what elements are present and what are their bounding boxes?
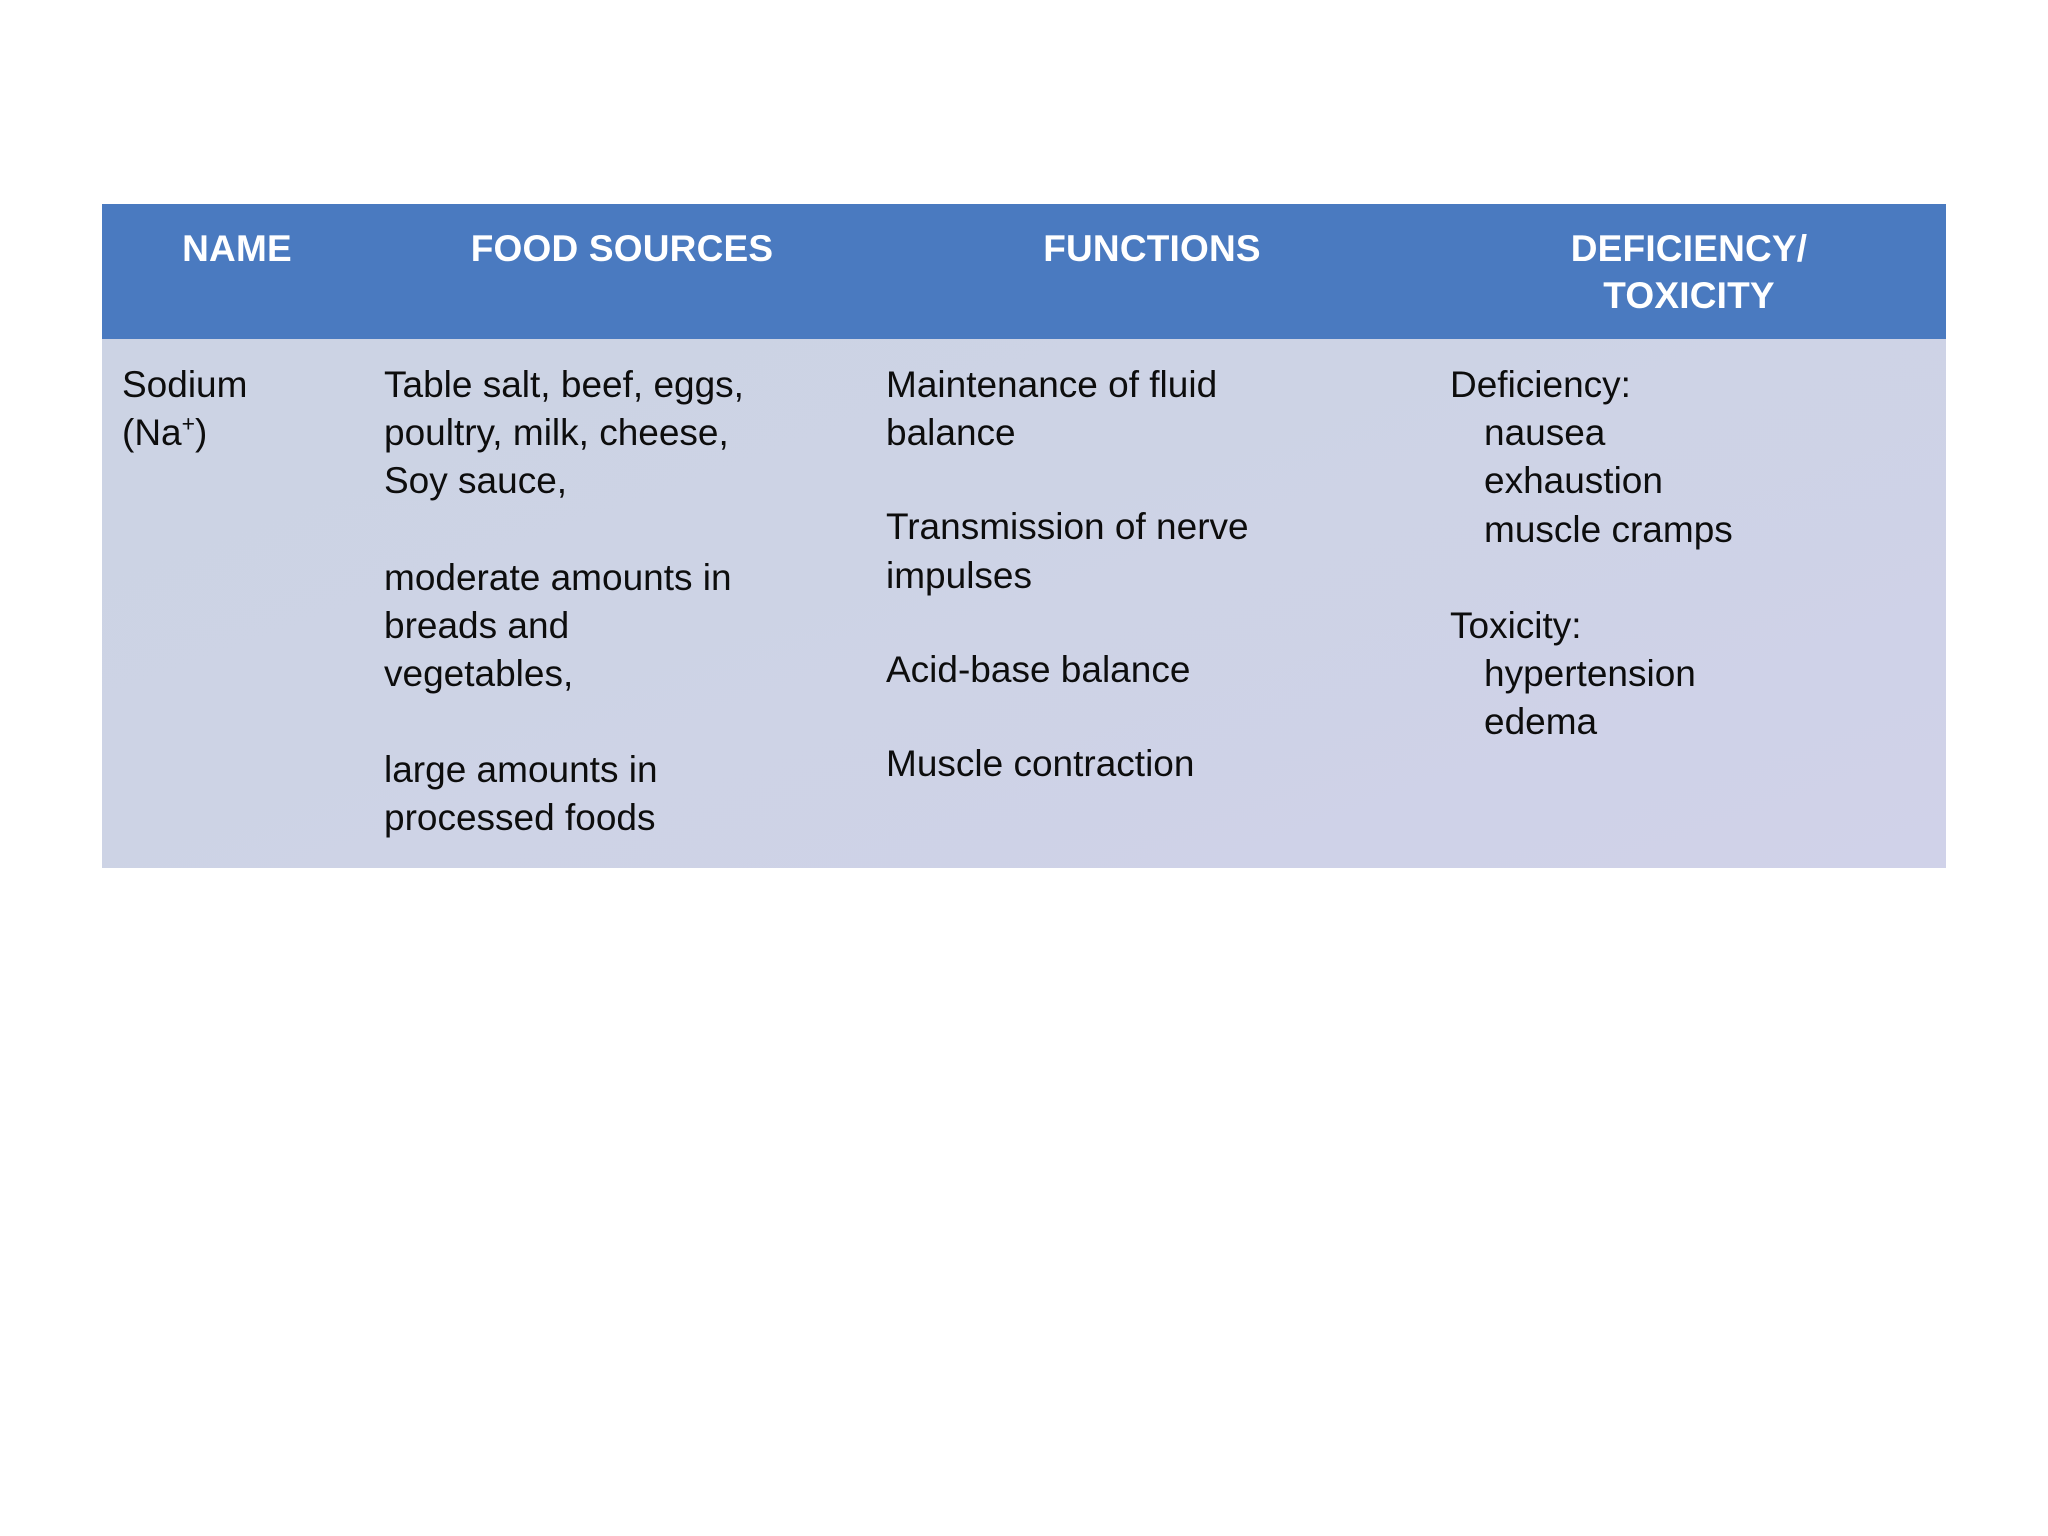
toxicity-label: Toxicity: xyxy=(1450,604,1582,646)
table-row: Sodium (Na+) Table salt, beef, eggs, pou… xyxy=(102,339,1946,868)
function-item-2: Transmission of nerve impulses xyxy=(886,503,1418,599)
food-sources-line: Soy sauce, xyxy=(384,460,568,502)
column-header-food-sources: FOOD SOURCES xyxy=(372,204,872,339)
function-line: Transmission of nerve xyxy=(886,506,1249,548)
food-sources-paragraph-1: Table salt, beef, eggs, poultry, milk, c… xyxy=(384,361,858,505)
toxicity-item: edema xyxy=(1484,700,1598,742)
table-header-row: NAME FOOD SOURCES FUNCTIONS DEFICIENCY/ … xyxy=(102,204,1946,340)
column-header-functions-text: FUNCTIONS xyxy=(1043,228,1261,269)
function-item-1: Maintenance of fluid balance xyxy=(886,361,1418,457)
nutrient-symbol-suffix: ) xyxy=(195,412,208,454)
column-header-functions: FUNCTIONS xyxy=(872,204,1432,339)
toxicity-block: Toxicity: hypertension edema xyxy=(1450,602,1932,746)
nutrient-symbol-prefix: (Na xyxy=(122,412,182,454)
nutrient-name-block: Sodium (Na+) xyxy=(122,361,368,457)
column-header-deficiency-toxicity: DEFICIENCY/ TOXICITY xyxy=(1432,204,1946,339)
function-item-3: Acid-base balance xyxy=(886,646,1418,694)
food-sources-paragraph-3: large amounts in processed foods xyxy=(384,746,858,842)
food-sources-line: poultry, milk, cheese, xyxy=(384,412,729,454)
column-header-name-text: NAME xyxy=(182,228,292,269)
function-line: Maintenance of fluid xyxy=(886,364,1218,406)
food-sources-line: vegetables, xyxy=(384,652,574,694)
column-header-toxicity-text: TOXICITY xyxy=(1603,274,1775,316)
food-sources-line: Table salt, beef, eggs, xyxy=(384,364,744,406)
function-line: impulses xyxy=(886,554,1032,596)
column-header-name: NAME xyxy=(102,204,372,339)
nutrient-symbol-charge: + xyxy=(181,410,196,437)
food-sources-paragraph-2: moderate amounts in breads and vegetable… xyxy=(384,554,858,698)
food-sources-line: processed foods xyxy=(384,796,656,838)
deficiency-label: Deficiency: xyxy=(1450,364,1631,406)
nutrient-table: NAME FOOD SOURCES FUNCTIONS DEFICIENCY/ … xyxy=(102,204,1946,868)
deficiency-item: nausea xyxy=(1484,412,1606,454)
deficiency-item: muscle cramps xyxy=(1484,508,1733,550)
table-header: NAME FOOD SOURCES FUNCTIONS DEFICIENCY/ … xyxy=(102,204,1946,340)
food-sources-line: breads and xyxy=(384,604,570,646)
food-sources-line: large amounts in xyxy=(384,748,658,790)
food-sources-line: moderate amounts in xyxy=(384,556,732,598)
cell-food-sources: Table salt, beef, eggs, poultry, milk, c… xyxy=(372,339,872,868)
nutrient-name: Sodium xyxy=(122,364,248,406)
function-line: Muscle contraction xyxy=(886,742,1195,784)
cell-name: Sodium (Na+) xyxy=(102,339,372,868)
column-header-food-sources-text: FOOD SOURCES xyxy=(470,228,774,269)
deficiency-item: exhaustion xyxy=(1484,460,1663,502)
toxicity-item: hypertension xyxy=(1484,652,1696,694)
deficiency-block: Deficiency: nausea exhaustion muscle cra… xyxy=(1450,361,1932,553)
cell-deficiency-toxicity: Deficiency: nausea exhaustion muscle cra… xyxy=(1432,339,1946,868)
function-line: Acid-base balance xyxy=(886,648,1191,690)
nutrient-symbol: (Na+) xyxy=(122,409,368,457)
column-header-deficiency-text: DEFICIENCY/ xyxy=(1570,228,1808,269)
table-body: Sodium (Na+) Table salt, beef, eggs, pou… xyxy=(102,339,1946,868)
function-item-4: Muscle contraction xyxy=(886,740,1418,788)
function-line: balance xyxy=(886,412,1016,454)
cell-functions: Maintenance of fluid balance Transmissio… xyxy=(872,339,1432,868)
